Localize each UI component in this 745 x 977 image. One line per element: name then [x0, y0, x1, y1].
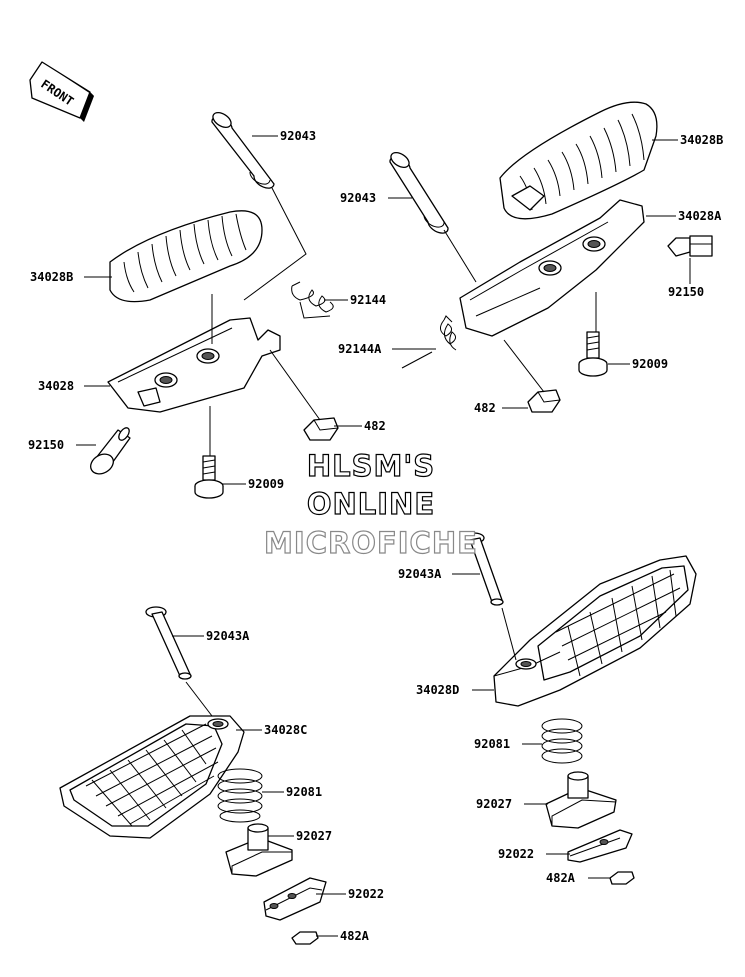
rubber-34028B-ur	[499, 101, 658, 220]
clip-482-ul	[303, 417, 339, 441]
part-labels: 92043 34028B 92144 34028 482 92150 92009…	[28, 129, 723, 943]
label-34028D-lr: 34028D	[416, 683, 459, 697]
clip-482A-ll	[291, 931, 319, 945]
label-92043-ur: 92043	[340, 191, 376, 205]
peg-bracket-34028-ul	[107, 317, 281, 413]
upper-left-assembly	[76, 112, 362, 499]
spring-92081-lr	[541, 718, 583, 764]
lower-left-assembly	[59, 606, 346, 945]
label-92009-ur: 92009	[632, 357, 668, 371]
bolt-92150-ur	[667, 235, 713, 257]
label-34028C-ll: 34028C	[264, 723, 307, 737]
pin-92043A-lr	[463, 532, 504, 606]
peg-bracket-34028A-ur	[459, 199, 645, 337]
label-92022-lr: 92022	[498, 847, 534, 861]
label-482A-lr: 482A	[546, 871, 576, 885]
spring-92144A-ur	[401, 315, 457, 369]
label-34028B-ur: 34028B	[680, 133, 723, 147]
label-92043A-ll: 92043A	[206, 629, 250, 643]
pin-92043-ul	[211, 112, 275, 189]
bolt-92150-ul	[90, 427, 131, 475]
bolt-92009-ur	[578, 331, 608, 377]
label-92150-ur: 92150	[668, 285, 704, 299]
spring-92144-ul	[291, 281, 334, 319]
watermark-line3: MICROFICHE	[264, 526, 478, 560]
bolt-92009-ul	[194, 455, 224, 499]
label-92081-lr: 92081	[474, 737, 510, 751]
label-92022-ll: 92022	[348, 887, 384, 901]
watermark-line2: ONLINE	[307, 487, 435, 521]
lower-right-assembly	[452, 532, 697, 885]
label-92009-ul: 92009	[248, 477, 284, 491]
plate-92022-lr	[567, 829, 633, 863]
label-92144A-ur: 92144A	[338, 342, 382, 356]
label-92081-ll: 92081	[286, 785, 322, 799]
spring-92081-ll	[217, 768, 263, 823]
label-92027-ll: 92027	[296, 829, 332, 843]
label-92043A-lr: 92043A	[398, 567, 442, 581]
label-34028-ul: 34028	[38, 379, 74, 393]
clip-482-ur	[527, 389, 561, 413]
peg-34028C-ll	[59, 715, 245, 839]
watermark: HLSM'S ONLINE MICROFICHE	[263, 448, 478, 560]
watermark-line1: HLSM'S	[307, 449, 435, 483]
clip-482A-lr	[609, 871, 635, 885]
plate-92022-ll	[263, 877, 327, 921]
peg-34028D-lr	[493, 555, 697, 707]
label-92027-lr: 92027	[476, 797, 512, 811]
rubber-34028B-ul	[109, 210, 263, 303]
label-92150-ul: 92150	[28, 438, 64, 452]
label-482-ur: 482	[474, 401, 496, 415]
pin-92043-ur	[389, 152, 449, 234]
label-92043-ul: 92043	[280, 129, 316, 143]
label-34028B-ul: 34028B	[30, 270, 73, 284]
label-482A-ll: 482A	[340, 929, 370, 943]
front-arrow-icon: FRONT	[29, 61, 94, 122]
pin-92043A-ll	[145, 606, 192, 680]
upper-right-assembly	[388, 101, 713, 413]
label-482-ul: 482	[364, 419, 386, 433]
plate-92027-ll	[225, 823, 293, 877]
plate-92027-lr	[545, 771, 617, 829]
label-34028A-ur: 34028A	[678, 209, 722, 223]
label-92144-ul: 92144	[350, 293, 386, 307]
